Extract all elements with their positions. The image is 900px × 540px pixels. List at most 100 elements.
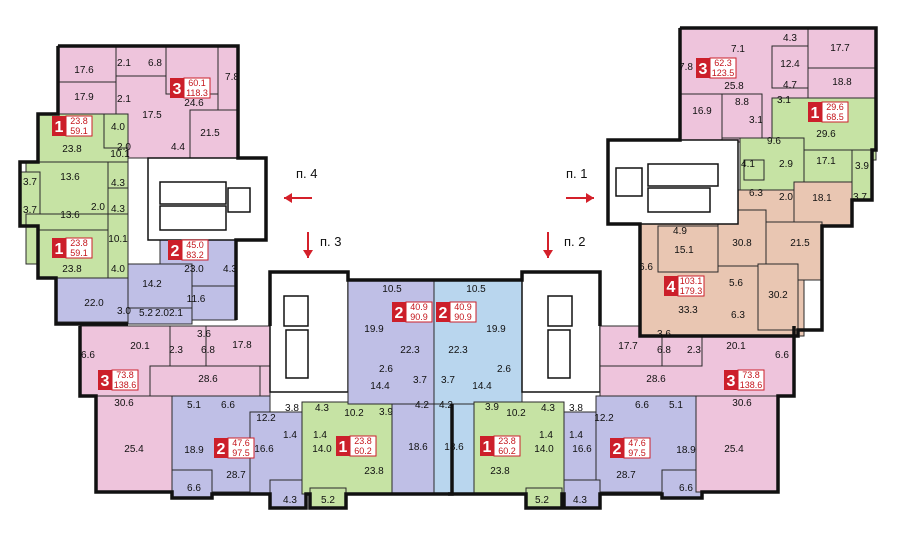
room-area: 5.1 — [669, 400, 683, 411]
room-area: 2.6 — [379, 364, 393, 375]
room-area: 21.5 — [200, 128, 220, 139]
apartment-total-area: 138.6 — [114, 380, 137, 390]
room-area: 2.0 — [91, 202, 105, 213]
arrow-head-icon — [284, 193, 292, 203]
room-area: 13.6 — [60, 172, 80, 183]
room-area: 16.6 — [254, 444, 274, 455]
room-area: 18.6 — [408, 442, 428, 453]
room-area: 21.5 — [790, 238, 810, 249]
room-area: 4.3 — [573, 495, 587, 506]
apartment-total-area: 59.1 — [70, 248, 88, 258]
room-area: 4.2 — [439, 400, 453, 411]
room-area: 7.8 — [679, 62, 693, 73]
room-area: 23.8 — [62, 264, 82, 275]
room-area: 1.4 — [313, 430, 327, 441]
room-area: 7.8 — [225, 72, 239, 83]
room-area: 6.8 — [201, 345, 215, 356]
room-area: 12.2 — [256, 413, 276, 424]
room-area: 4.9 — [673, 226, 687, 237]
room-area: 1.4 — [569, 430, 583, 441]
room-area: 6.6 — [221, 400, 235, 411]
outer-walls — [18, 26, 878, 510]
apartment-rooms: 2 — [439, 305, 448, 322]
apartment-total-area: 59.1 — [70, 126, 88, 136]
room-area: 12.4 — [780, 59, 800, 70]
apartment-rooms: 1 — [339, 439, 348, 456]
room-area: 3.1 — [777, 95, 791, 106]
room-area: 14.0 — [534, 444, 554, 455]
room-area: 16.9 — [692, 106, 712, 117]
apartment-living-area: 47.6 — [628, 438, 646, 448]
section-label: п. 1 — [566, 166, 588, 181]
room-area: 3.7 — [441, 375, 455, 386]
room-area: 23.8 — [490, 466, 510, 477]
room-area: 20.1 — [130, 341, 150, 352]
room-area: 2.1 — [117, 58, 131, 69]
room-area: 24.6 — [184, 98, 204, 109]
room-area: 2.0 — [117, 142, 131, 153]
section-marker: п. 1 — [566, 166, 594, 203]
room-area: 4.3 — [541, 403, 555, 414]
room-area: 2.0 — [779, 192, 793, 203]
room-area: 6.3 — [731, 310, 745, 321]
room-area: 3.8 — [285, 403, 299, 414]
room-area: 6.6 — [187, 483, 201, 494]
section-label: п. 2 — [564, 234, 586, 249]
arrow-head-icon — [303, 250, 313, 258]
room-area: 1.4 — [283, 430, 297, 441]
room-area: 9.6 — [767, 136, 781, 147]
room-area: 4.0 — [111, 122, 125, 133]
room-area: 2.9 — [779, 159, 793, 170]
room-area: 25.8 — [724, 81, 744, 92]
apartment-living-area: 60.1 — [188, 78, 206, 88]
room-area: 14.4 — [472, 381, 492, 392]
room-area: 4.4 — [171, 142, 185, 153]
room-area: 25.4 — [724, 444, 744, 455]
room-area: 28.6 — [198, 374, 218, 385]
room-area: 13.6 — [60, 210, 80, 221]
room-area: 6.8 — [657, 345, 671, 356]
room-area: 4.3 — [223, 264, 237, 275]
room-area: 12.2 — [594, 413, 614, 424]
room-area: 25.4 — [124, 444, 144, 455]
room-area: 23.8 — [62, 144, 82, 155]
arrow-head-icon — [543, 250, 553, 258]
apartment-living-area: 47.6 — [232, 438, 250, 448]
room-area: 10.1 — [110, 149, 130, 160]
room-area: 28.7 — [226, 470, 246, 481]
room-area: 3.9 — [485, 402, 499, 413]
apartment-total-area: 60.2 — [354, 446, 372, 456]
room-area: 10.5 — [382, 284, 402, 295]
room-area: 14.2 — [142, 279, 162, 290]
room-area: 11.6 — [187, 294, 206, 305]
room-area: 17.9 — [74, 92, 94, 103]
apartment-total-area: 90.9 — [454, 312, 472, 322]
room-area: 3.7 — [413, 375, 427, 386]
room-area: 10.2 — [506, 408, 526, 419]
apartment-rooms: 3 — [699, 61, 708, 78]
room-area: 4.7 — [783, 80, 797, 91]
room-area: 6.6 — [639, 262, 653, 273]
room-area: 29.6 — [816, 129, 836, 140]
room-area: 17.8 — [232, 340, 252, 351]
apartment-total-area: 97.5 — [628, 448, 646, 458]
apartment-living-area: 73.8 — [742, 370, 760, 380]
apartment-total-area: 90.9 — [410, 312, 428, 322]
section-marker: п. 4 — [284, 166, 318, 203]
apartment-living-area: 45.0 — [186, 240, 204, 250]
arrow-head-icon — [586, 193, 594, 203]
room-area: 30.6 — [114, 398, 134, 409]
room-area: 4.3 — [315, 403, 329, 414]
room-area: 2.6 — [497, 364, 511, 375]
room-area: 6.6 — [635, 400, 649, 411]
apartment-rooms: 3 — [101, 373, 110, 390]
